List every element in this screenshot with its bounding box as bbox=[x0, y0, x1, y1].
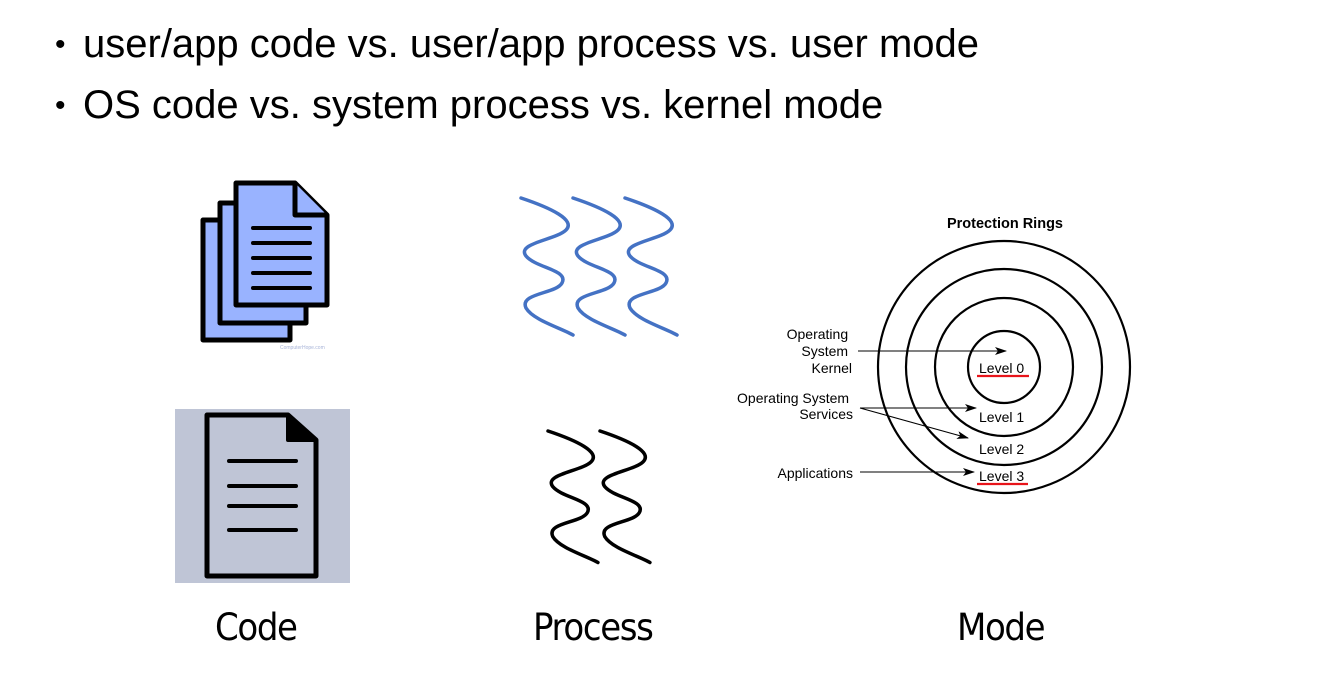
bullet-text: user/app code vs. user/app process vs. u… bbox=[83, 22, 980, 66]
ring-1 bbox=[933, 296, 1075, 438]
thread-wave-2 bbox=[571, 196, 627, 337]
kernel-label: Operating System Kernel bbox=[787, 326, 852, 376]
user-process-threads-icon bbox=[519, 196, 679, 337]
ring-3 bbox=[876, 239, 1132, 495]
thread-wave-2 bbox=[598, 429, 652, 565]
ring-0 bbox=[966, 329, 1042, 405]
bullet-glyph: • bbox=[55, 89, 66, 122]
system-process-threads-icon bbox=[546, 429, 652, 565]
bullet-list: • user/app code vs. user/app process vs. … bbox=[55, 14, 979, 136]
bullet-item-user: • user/app code vs. user/app process vs. … bbox=[55, 14, 979, 75]
thread-wave-3 bbox=[623, 196, 679, 337]
document-page bbox=[204, 412, 319, 579]
watermark-text: ComputerHope.com bbox=[280, 345, 325, 351]
level-0-label: Level 0 bbox=[979, 360, 1024, 376]
level-1-label: Level 1 bbox=[979, 409, 1024, 425]
applications-label: Applications bbox=[778, 465, 854, 481]
kernel-label-line: Operating bbox=[787, 326, 848, 342]
thread-wave-1 bbox=[546, 429, 600, 565]
rings-title: Protection Rings bbox=[947, 216, 1063, 232]
level-2-label: Level 2 bbox=[979, 441, 1024, 457]
caption-mode: Mode bbox=[957, 606, 1046, 649]
level-3-label: Level 3 bbox=[979, 468, 1024, 484]
thread-wave-1 bbox=[519, 196, 575, 337]
services-label: Operating System Services bbox=[737, 390, 853, 422]
services-label-line: Services bbox=[799, 406, 853, 422]
system-code-document-icon bbox=[175, 409, 350, 583]
caption-code: Code bbox=[215, 606, 298, 649]
user-code-documents-icon bbox=[200, 180, 330, 343]
document-fold bbox=[292, 183, 327, 218]
caption-process: Process bbox=[533, 606, 654, 649]
document-fold-corner bbox=[286, 413, 318, 442]
document-text-lines bbox=[251, 226, 312, 290]
kernel-label-line: Kernel bbox=[812, 360, 852, 376]
ring-2 bbox=[904, 267, 1104, 467]
bullet-glyph: • bbox=[55, 28, 66, 61]
kernel-label-line: System bbox=[801, 343, 848, 359]
bullet-item-os: • OS code vs. system process vs. kernel m… bbox=[55, 75, 979, 136]
services-arrow-level-2 bbox=[859, 407, 969, 439]
document-text-lines bbox=[227, 459, 298, 532]
bullet-text: OS code vs. system process vs. kernel mo… bbox=[83, 83, 884, 127]
services-label-line: Operating System bbox=[737, 390, 849, 406]
protection-rings-diagram: Protection Rings Level 0 Level 1 Level 2… bbox=[737, 216, 1132, 495]
